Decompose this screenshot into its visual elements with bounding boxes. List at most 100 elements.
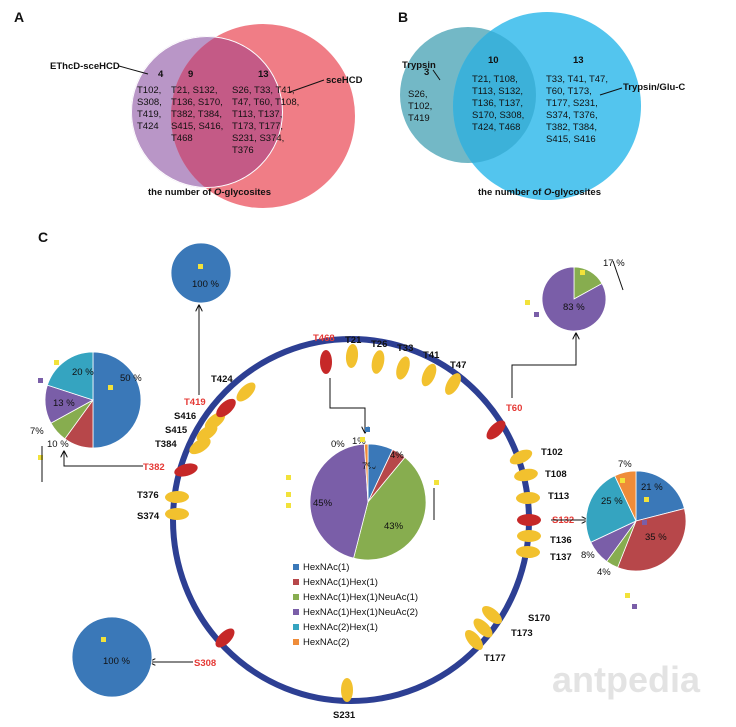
glycan-icon — [525, 300, 530, 305]
pie-t382-label-7: 7% — [30, 426, 44, 437]
legend-label-2: HexNAc(1)Hex(1)NeuAc(1) — [303, 592, 418, 603]
pie-s132-label-25: 25 % — [601, 496, 623, 507]
site-marker-t108 — [514, 468, 538, 482]
pie-slice-s132-1 — [617, 508, 687, 572]
pie-slice-t382-4 — [46, 351, 94, 401]
site-marker-t21 — [345, 344, 359, 368]
site-label-s170: S170 — [528, 613, 550, 624]
venn-b-right-sites: T33, T41, T47, T60, T173, T177, S231, S3… — [546, 74, 608, 145]
venn-b-left-sites: S26, T102, T419 — [408, 89, 432, 124]
site-marker-s308 — [215, 628, 235, 648]
venn-b-overlap-sites: T21, T108, T113, S132, T136, T137, S170,… — [472, 74, 524, 133]
panel-a: A EThcD-sceHCD sceHCD 4 9 13 T102, S308,… — [14, 9, 363, 208]
site-label-t137: T137 — [550, 552, 572, 563]
svg-text:T60, T173,: T60, T173, — [546, 86, 592, 97]
glycan-icon — [101, 637, 106, 642]
legend-swatch-0 — [293, 564, 299, 570]
glycan-icon — [620, 478, 625, 483]
svg-text:T102,: T102, — [137, 85, 161, 96]
site-marker-t113 — [516, 491, 540, 505]
glycan-icon — [580, 270, 585, 275]
pie-slice-s132-5 — [614, 470, 637, 522]
svg-text:T21, S132,: T21, S132, — [171, 85, 217, 96]
pie-slice-t468-2 — [353, 456, 427, 561]
site-label-s231: S231 — [333, 710, 356, 721]
pie-s308-label-100: 100 % — [103, 656, 130, 667]
pie-slice-t468-3 — [309, 443, 369, 559]
site-marker-t60 — [486, 420, 506, 440]
svg-text:S374, T376,: S374, T376, — [546, 110, 598, 121]
pie-s132-label-21: 21 % — [641, 482, 663, 493]
pie-t419-label-100: 100 % — [192, 279, 219, 290]
glycan-icon — [38, 378, 43, 383]
glycan-icon — [632, 604, 637, 609]
site-marker-s374 — [165, 508, 189, 520]
svg-text:T468: T468 — [171, 133, 193, 144]
glycan-icon — [54, 360, 59, 365]
pie-t382-label-20: 20 % — [72, 367, 94, 378]
glycan-icon — [198, 264, 203, 269]
pie-s132-label-35: 35 % — [645, 532, 667, 543]
glycan-icon — [108, 385, 113, 390]
panel-c: C — [30, 229, 687, 721]
panel-c-letter: C — [38, 229, 48, 245]
pie-t468-label-43: 43% — [384, 521, 404, 532]
pie-slice-t468-5 — [363, 443, 369, 503]
site-marker-t33 — [396, 356, 410, 380]
site-label-t136: T136 — [550, 535, 572, 546]
pie-t468-label-1: 1% — [352, 436, 366, 447]
legend-label-4: HexNAc(2)Hex(1) — [303, 622, 378, 633]
pie-s132 — [585, 470, 687, 572]
glycan-icon — [625, 593, 630, 598]
svg-text:T113, S132,: T113, S132, — [472, 86, 523, 97]
svg-text:T47, T60, T108,: T47, T60, T108, — [232, 97, 299, 108]
venn-a-overlap — [171, 36, 283, 188]
pie-slice-t419-0 — [170, 242, 232, 304]
svg-text:S26,: S26, — [408, 89, 428, 100]
pie-slice-t60-3 — [541, 266, 607, 332]
site-marker-t419 — [216, 398, 236, 418]
pie-t468-label-4: 4% — [390, 450, 404, 461]
watermark-logo: antpedia — [552, 659, 701, 700]
glycan-icon — [286, 503, 291, 508]
site-marker-t41 — [421, 363, 437, 387]
panel-b-letter: B — [398, 9, 408, 25]
legend-swatch-5 — [293, 639, 299, 645]
legend-label-5: HexNAc(2) — [303, 637, 349, 648]
site-marker-s132 — [517, 514, 541, 526]
svg-text:S170, S308,: S170, S308, — [472, 110, 524, 121]
svg-text:T33, T41, T47,: T33, T41, T47, — [546, 74, 608, 85]
svg-text:T382, T384,: T382, T384, — [546, 122, 597, 133]
pie-slice-t382-0 — [92, 351, 142, 449]
venn-a-right-name: sceHCD — [326, 75, 363, 86]
site-label-s308: S308 — [194, 658, 216, 669]
legend-label-1: HexNAc(1)Hex(1) — [303, 577, 378, 588]
site-marker-t137 — [516, 545, 540, 559]
venn-b-left-count: 3 — [424, 67, 429, 78]
site-marker-t384 — [189, 437, 211, 455]
legend-label-3: HexNAc(1)Hex(1)NeuAc(2) — [303, 607, 418, 618]
svg-text:T419,: T419, — [137, 109, 161, 120]
glycan-icon — [370, 462, 375, 467]
venn-a-left-name: EThcD-sceHCD — [50, 61, 120, 72]
site-label-s374: S374 — [137, 511, 160, 522]
pie-slice-s132-4 — [585, 475, 637, 543]
svg-text:S26, T33, T41,: S26, T33, T41, — [232, 85, 295, 96]
pie-t468-label-0: 0% — [331, 439, 345, 450]
arrow-t60 — [511, 334, 576, 398]
pie-s308 — [71, 616, 153, 698]
pie-t382-label-13: 13 % — [53, 398, 75, 409]
venn-a-overlap-sites: T21, S132, T136, S170, T382, T384, S415,… — [171, 85, 223, 144]
arrow-t382 — [64, 452, 143, 467]
glycan-icon — [642, 520, 647, 525]
venn-a-overlap-count: 9 — [188, 69, 193, 80]
svg-text:T424, T468: T424, T468 — [472, 122, 520, 133]
svg-text:T376: T376 — [232, 145, 254, 156]
glycan-icon — [286, 475, 291, 480]
site-label-t419: T419 — [184, 397, 206, 408]
pie-s132-label-8: 8% — [581, 550, 595, 561]
venn-a-right-sites: S26, T33, T41, T47, T60, T108, T113, T13… — [232, 85, 299, 156]
site-label-t21: T21 — [345, 335, 362, 346]
pie-t60 — [541, 266, 607, 332]
legend-swatch-3 — [293, 609, 299, 615]
